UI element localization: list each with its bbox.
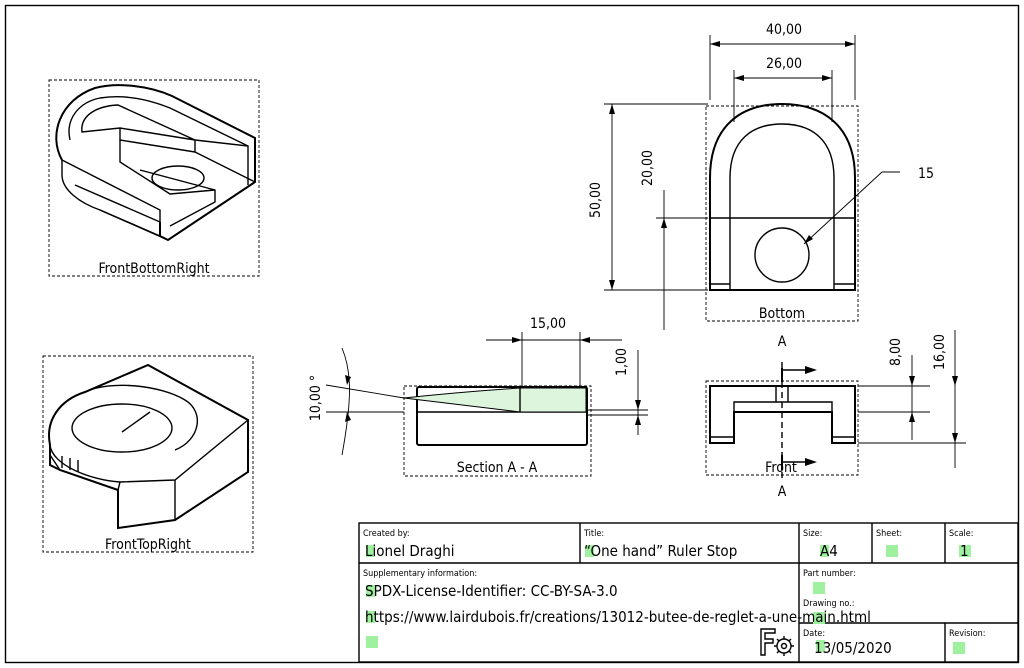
- view-front-top-right: [42, 355, 254, 553]
- dim-angle-10-label: 10,00 °: [308, 375, 324, 421]
- dim-50-label: 50,00: [588, 182, 604, 218]
- revision-label: Revision:: [949, 629, 986, 639]
- dim-50: [604, 103, 708, 291]
- title-block: [358, 522, 1019, 663]
- dim-20-label: 20,00: [640, 150, 656, 186]
- sheet-label: Sheet:: [876, 529, 902, 539]
- created-by-value: Lionel Draghi: [365, 542, 455, 560]
- view-frame-bottom: [705, 105, 859, 322]
- title-label: Title:: [583, 529, 604, 539]
- dim-26-label: 26,00: [766, 56, 802, 72]
- view-frame-section: [403, 385, 592, 477]
- label-section: Section A - A: [457, 460, 538, 476]
- dim-front-8-label: 8,00: [888, 338, 904, 366]
- dim-front-16-label: 16,00: [932, 334, 948, 370]
- scale-value: 1: [960, 542, 969, 560]
- label-front-top-right: FrontTopRight: [105, 537, 191, 553]
- dim-26: [733, 70, 833, 122]
- section-marker-top: A: [778, 334, 787, 350]
- size-label: Size:: [803, 529, 822, 539]
- dim-40-label: 40,00: [766, 22, 802, 38]
- dim-20: [656, 190, 708, 330]
- dim-40: [709, 35, 856, 100]
- gear-icon: [758, 625, 798, 661]
- supplementary-label: Supplementary information:: [363, 569, 477, 579]
- license-text: SPDX-License-Identifier: CC-BY-SA-3.0: [365, 582, 618, 600]
- leader-15-label: 15: [918, 166, 934, 182]
- view-bottom: [705, 102, 859, 322]
- scale-label: Scale:: [949, 529, 974, 539]
- leader-15: [803, 171, 900, 245]
- dim-section-15-label: 15,00: [530, 316, 566, 332]
- url-text: https://www.lairdubois.fr/creations/1301…: [365, 608, 871, 626]
- title-value: “One hand” Ruler Stop: [584, 542, 737, 560]
- part-number-label: Part number:: [803, 569, 856, 579]
- dim-section-15: [486, 332, 622, 388]
- view-frame-front-top-right: [42, 355, 254, 553]
- view-front-bottom-right: [48, 79, 260, 277]
- view-section: [403, 385, 592, 477]
- size-value: A4: [820, 542, 838, 560]
- created-by-label: Created by:: [363, 529, 410, 539]
- dim-angle-10: [325, 347, 405, 456]
- label-front: Front: [765, 460, 797, 476]
- dim-front-16: [858, 330, 966, 468]
- label-bottom: Bottom: [759, 306, 805, 322]
- date-value: 13/05/2020: [814, 639, 892, 657]
- label-front-bottom-right: FrontBottomRight: [98, 261, 209, 277]
- view-frame-front-bottom-right: [48, 79, 260, 277]
- dim-section-1: [588, 350, 648, 435]
- section-marker-bottom: A: [778, 484, 787, 500]
- dim-front-8: [858, 355, 930, 440]
- date-label: Date:: [803, 629, 825, 639]
- dim-section-1-label: 1,00: [614, 348, 630, 376]
- view-front: [705, 362, 859, 480]
- drawing-no-label: Drawing no.:: [803, 599, 854, 609]
